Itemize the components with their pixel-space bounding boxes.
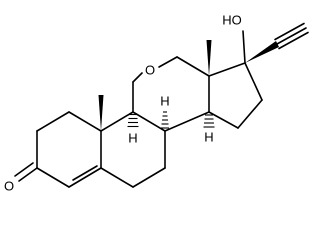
hash-c14-h [203,114,215,128]
hydroxyl-label: HO [222,13,242,28]
bond-c10-c9 [100,111,134,132]
bond-c3-o-double-b [14,162,34,177]
ring-d [208,62,263,129]
bond-c12-c13 [176,56,210,77]
h-14-label: H [204,130,213,145]
carbonyl-oxygen-label: O [4,179,14,194]
bond-c3-c4 [36,167,70,188]
bond-c14-c8 [164,111,210,132]
h-8-label: H [160,94,169,109]
ring-a [14,111,102,188]
wedge-c17-ethynyl [245,41,279,63]
bond-c11-o [132,72,143,83]
bond-o-c12 [158,56,178,68]
bond-c1-c2 [36,111,70,132]
ring-b [100,111,166,188]
bond-c17-oh [242,30,246,64]
ring-oxygen-label: O [145,63,155,78]
wedge-c13-methyl [206,40,212,76]
bond-c3-o-double-a [18,167,38,182]
wedge-c10-methyl [98,95,104,131]
bond-c17-c16 [244,62,263,101]
bond-c9-c8 [132,111,166,132]
ethynyl-triple-bond [274,22,309,50]
bond-c7-c6 [132,167,166,188]
chemical-structure: HO O O H H H [4,13,309,194]
hash-c9-h [127,113,139,128]
bond-c16-c15 [237,99,263,129]
hash-c8-h [161,111,169,129]
ring-c [132,56,210,132]
bond-c15-c14 [208,111,239,129]
h-9-label: H [128,131,137,146]
bond-c13-c17 [208,62,246,77]
bond-c10-c1 [68,111,102,132]
bond-c4-c5-double-inner [72,165,98,181]
bond-c6-c5 [100,167,134,188]
bond-c4-c5-double-outer [68,167,102,188]
